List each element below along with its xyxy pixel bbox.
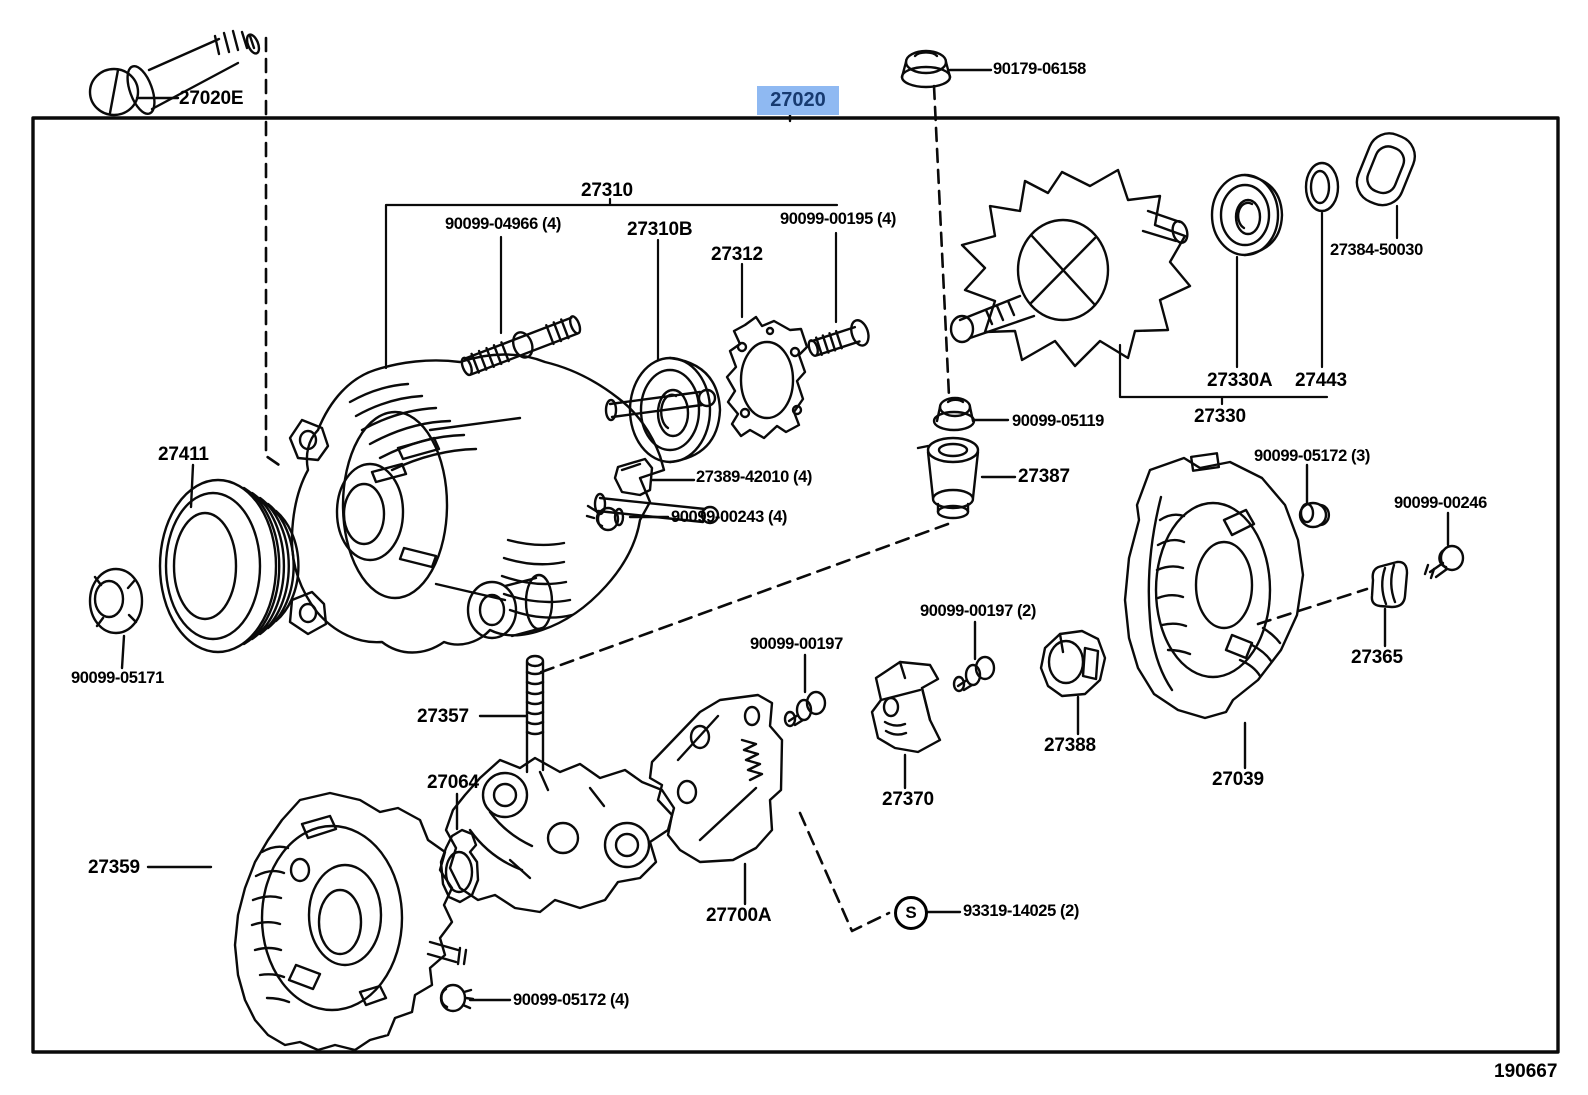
nut-90099-05172-3-drawing: [1298, 463, 1331, 529]
cover-27384-50030-drawing: [1355, 132, 1416, 207]
dashed-reference-lines: [264, 36, 1369, 933]
bolt-90099-00246-drawing: [1423, 511, 1465, 580]
part-label-90099-00246: 90099-00246: [1394, 494, 1487, 512]
insulator-27387-drawing: [916, 436, 1017, 520]
alternator-assembly-27310-drawing: [288, 353, 720, 654]
part-label-27359: 27359: [88, 857, 140, 878]
bolt-90099-05172-4-drawing: [439, 983, 512, 1013]
cover-27039-drawing: [1123, 452, 1305, 770]
part-label-90099-00195: 90099-00195 (4): [780, 210, 897, 228]
drawing-number: 190667: [1494, 1061, 1558, 1082]
part-label-27312: 27312: [711, 244, 763, 265]
part-label-27387: 27387: [1018, 466, 1070, 487]
part-label-27330A: 27330A: [1207, 370, 1273, 391]
part-label-27700A: 27700A: [706, 905, 772, 926]
stud-90099-04966-drawing: [460, 315, 582, 377]
part-label-27365: 27365: [1351, 647, 1403, 668]
bushing-27365-drawing: [1370, 560, 1409, 648]
regulator-27370-drawing: [870, 660, 942, 790]
part-label-27064: 27064: [427, 772, 479, 793]
part-label-27357: 27357: [417, 706, 469, 727]
washer-27064-drawing: [439, 792, 480, 904]
part-label-90099-00197: 90099-00197: [750, 635, 843, 653]
wedge-27389-42010-drawing: [613, 457, 696, 497]
part-label-90099-05172-3: 90099-05172 (3): [1254, 447, 1371, 465]
part-label-90179-06158: 90179-06158: [993, 60, 1086, 78]
nut-90099-05171-drawing: [88, 567, 144, 670]
bearing-27310B-drawing: [628, 356, 722, 464]
rectifier-27700A-drawing: [648, 693, 784, 906]
plate-27312-drawing: [725, 315, 809, 440]
bolt-90099-00197-drawing: [783, 653, 827, 728]
diagram-border: [31, 116, 1560, 1054]
bolt-90099-00195-drawing: [807, 319, 870, 357]
part-label-27411: 27411: [158, 444, 209, 465]
nut-90099-05119-drawing: [932, 396, 1010, 432]
rotor-27330-drawing: [949, 168, 1192, 368]
selected-part-label-27020[interactable]: 27020: [757, 86, 839, 115]
pulley-27411-drawing: [158, 463, 300, 654]
screw-90099-00243-drawing: [585, 504, 670, 532]
bearing-27330A-drawing: [1210, 173, 1284, 257]
part-label-90099-05171: 90099-05171: [71, 669, 164, 687]
part-label-27388: 27388: [1044, 735, 1096, 756]
part-label-90099-05119: 90099-05119: [1012, 412, 1104, 430]
standard-part-s-symbol: S: [894, 896, 928, 930]
retainer-27388-drawing: [1039, 629, 1107, 736]
part-label-27330: 27330: [1194, 406, 1246, 427]
part-label-27039: 27039: [1212, 769, 1264, 790]
part-label-93319-14025: 93319-14025 (2): [963, 902, 1080, 920]
part-label-27384-50030: 27384-50030: [1330, 241, 1423, 259]
part-label-27389-42010: 27389-42010 (4): [696, 468, 813, 486]
bolt-27020E-drawing: [88, 29, 261, 117]
rotor-group-leaders: [1118, 204, 1399, 406]
part-label-90099-04966: 90099-04966 (4): [445, 215, 562, 233]
bolt-90099-00197-2-drawing: [952, 620, 996, 693]
part-label-90099-00197-2: 90099-00197 (2): [920, 602, 1037, 620]
part-label-27020E: 27020E: [179, 88, 244, 109]
part-label-90099-05172-4: 90099-05172 (4): [513, 991, 630, 1009]
nut-90179-06158-drawing: [900, 49, 993, 89]
brush-holder-27357-assembly-drawing: [444, 654, 676, 914]
bracket-27359-drawing: [146, 791, 468, 1052]
part-label-27443: 27443: [1295, 370, 1347, 391]
part-label-90099-00243: 90099-00243 (4): [671, 508, 788, 526]
ring-27443-drawing: [1304, 161, 1340, 213]
bracket-27310-leaders: [384, 197, 839, 370]
part-label-27310B: 27310B: [627, 219, 693, 240]
part-label-27370: 27370: [882, 789, 934, 810]
part-label-27310: 27310: [581, 180, 633, 201]
